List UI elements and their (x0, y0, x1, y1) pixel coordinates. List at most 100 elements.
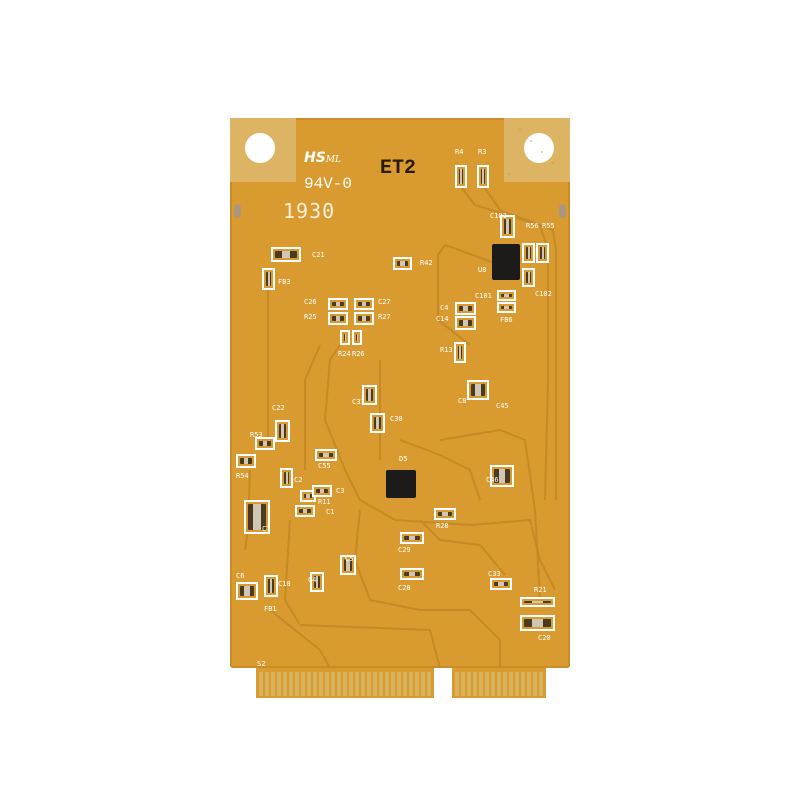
gold-finger (343, 672, 347, 696)
via (475, 415, 477, 417)
diode-d5 (386, 470, 416, 498)
via (508, 448, 510, 450)
via (420, 250, 422, 252)
via (409, 404, 411, 406)
via (332, 492, 334, 494)
component-label: C5 (345, 555, 354, 563)
via (376, 646, 378, 648)
via (321, 371, 323, 373)
gold-finger (539, 672, 543, 696)
via (354, 404, 356, 406)
gold-finger (295, 672, 299, 696)
via (530, 305, 532, 307)
gold-finger (277, 672, 281, 696)
via (365, 470, 367, 472)
via (299, 624, 301, 626)
via (299, 404, 301, 406)
via (497, 217, 499, 219)
via (453, 558, 455, 560)
smd-component (295, 505, 315, 517)
via (442, 602, 444, 604)
smd-component (244, 500, 270, 534)
component-label: FB3 (278, 278, 291, 286)
via (486, 206, 488, 208)
smd-component (522, 243, 535, 263)
gold-finger (355, 672, 359, 696)
via (442, 547, 444, 549)
via (486, 646, 488, 648)
component-label: C30 (390, 415, 403, 423)
via (387, 162, 389, 164)
via (354, 129, 356, 131)
via (442, 327, 444, 329)
via (541, 151, 543, 153)
smd-component (490, 578, 512, 590)
component-label: R56 (526, 222, 539, 230)
gold-finger (265, 672, 269, 696)
via (420, 305, 422, 307)
via (497, 327, 499, 329)
mounting-hole (524, 133, 554, 163)
via (332, 382, 334, 384)
via (519, 514, 521, 516)
via (387, 217, 389, 219)
component-label: C26 (304, 298, 317, 306)
via (332, 547, 334, 549)
via (409, 184, 411, 186)
via (398, 173, 400, 175)
via (519, 349, 521, 351)
ic-u8 (492, 244, 520, 280)
via (409, 624, 411, 626)
via (453, 338, 455, 340)
via (398, 338, 400, 340)
component-label: R11 (318, 498, 331, 506)
via (332, 162, 334, 164)
via (486, 151, 488, 153)
via (464, 514, 466, 516)
via (420, 525, 422, 527)
component-label: C28 (398, 584, 411, 592)
smd-component (354, 298, 374, 310)
component-label: C4 (308, 576, 317, 584)
smd-component (352, 330, 362, 345)
via (552, 217, 554, 219)
via (398, 613, 400, 615)
component-label: R13 (440, 346, 453, 354)
smd-component (275, 420, 290, 442)
via (365, 525, 367, 527)
smd-component (455, 316, 476, 330)
via (365, 250, 367, 252)
via (442, 492, 444, 494)
date-code: 1930 (283, 199, 336, 223)
component-label: C22 (272, 404, 285, 412)
via (475, 635, 477, 637)
via (354, 514, 356, 516)
via (310, 195, 312, 197)
via (321, 151, 323, 153)
gold-finger (479, 672, 483, 696)
via (321, 206, 323, 208)
via (552, 547, 554, 549)
via (409, 129, 411, 131)
via (464, 624, 466, 626)
via (398, 448, 400, 450)
via (409, 514, 411, 516)
smd-component (490, 465, 514, 487)
component-label: C31 (352, 398, 365, 406)
via (343, 448, 345, 450)
component-label: C33 (488, 570, 501, 578)
gold-finger (421, 672, 425, 696)
via (310, 360, 312, 362)
gold-finger (455, 672, 459, 696)
connector-label: S2 (257, 660, 266, 668)
via (387, 327, 389, 329)
via (497, 492, 499, 494)
via (321, 536, 323, 538)
gold-finger (409, 672, 413, 696)
via (387, 437, 389, 439)
via (508, 613, 510, 615)
via (420, 580, 422, 582)
via (310, 635, 312, 637)
via (376, 591, 378, 593)
component-label: R26 (352, 350, 365, 358)
